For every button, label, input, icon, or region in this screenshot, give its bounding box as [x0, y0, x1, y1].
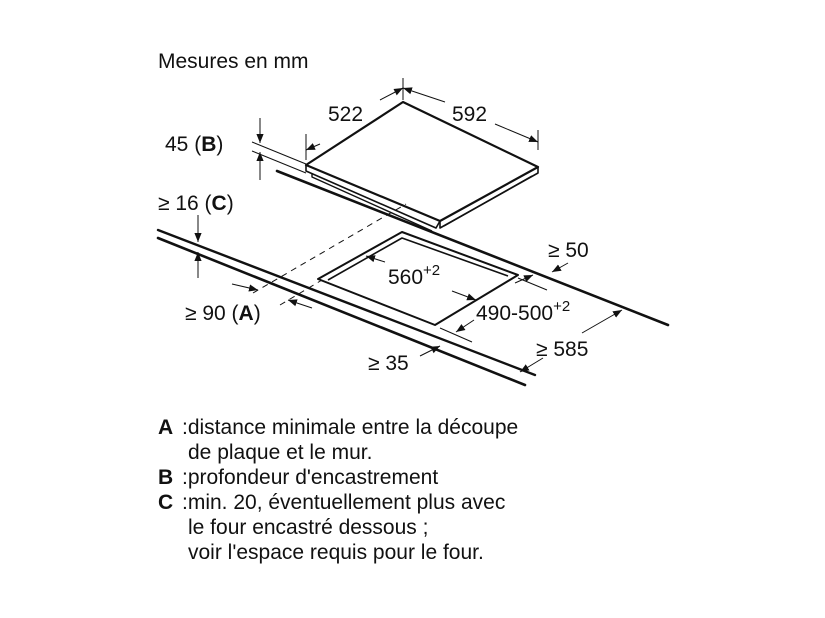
dim-depth-b — [251, 118, 307, 180]
projection-dashed-line-2 — [279, 279, 323, 306]
worktop-outline — [156, 169, 670, 387]
hob-outline — [304, 100, 540, 232]
worktop-min-label: ≥ 585 — [536, 338, 588, 361]
cutout-width-label: 560+2 — [388, 262, 440, 289]
clearance-c-label: ≥ 16 (C) — [158, 192, 234, 215]
legend-text-continued: de plaque et le mur. — [188, 441, 373, 464]
legend-text: :min. 20, éventuellement plus avec — [182, 491, 506, 514]
legend-item-b: B :profondeur d'encastrement — [158, 465, 518, 490]
dim-rear-min — [551, 262, 569, 273]
front-min-label: ≥ 35 — [368, 352, 409, 375]
rear-min-label: ≥ 50 — [548, 239, 589, 262]
cutout-depth-label: 490-500+2 — [476, 298, 570, 325]
dim-cutout-width — [365, 255, 477, 301]
legend-key: B — [158, 466, 174, 489]
legend-text: :profondeur d'encastrement — [182, 466, 439, 489]
dim-worktop-min — [519, 309, 623, 373]
wall-a-label: ≥ 90 (A) — [185, 302, 261, 325]
dim-hob-width — [402, 87, 539, 150]
depth-b-label: 45 (B) — [165, 133, 223, 156]
legend-text-continued: le four encastré dessous ; — [188, 516, 429, 539]
legend-key: A — [158, 416, 174, 439]
projection-dashed-line — [252, 203, 407, 294]
legend-item-c: C :min. 20, éventuellement plus avec — [158, 490, 518, 515]
dim-wall-a — [231, 283, 313, 309]
page-title: Mesures en mm — [158, 50, 309, 73]
legend: A :distance minimale entre la découpe de… — [158, 415, 518, 565]
dim-front-min — [419, 345, 441, 357]
legend-text: :distance minimale entre la découpe — [182, 416, 519, 439]
cutout-outline — [317, 231, 519, 326]
hob-depth-label: 522 — [328, 103, 363, 126]
legend-key: C — [158, 491, 174, 514]
dim-cutout-depth — [439, 274, 548, 343]
hob-width-label: 592 — [452, 103, 487, 126]
legend-text-continued: voir l'espace requis pour le four. — [188, 541, 484, 564]
legend-item-a: A :distance minimale entre la découpe — [158, 415, 518, 440]
